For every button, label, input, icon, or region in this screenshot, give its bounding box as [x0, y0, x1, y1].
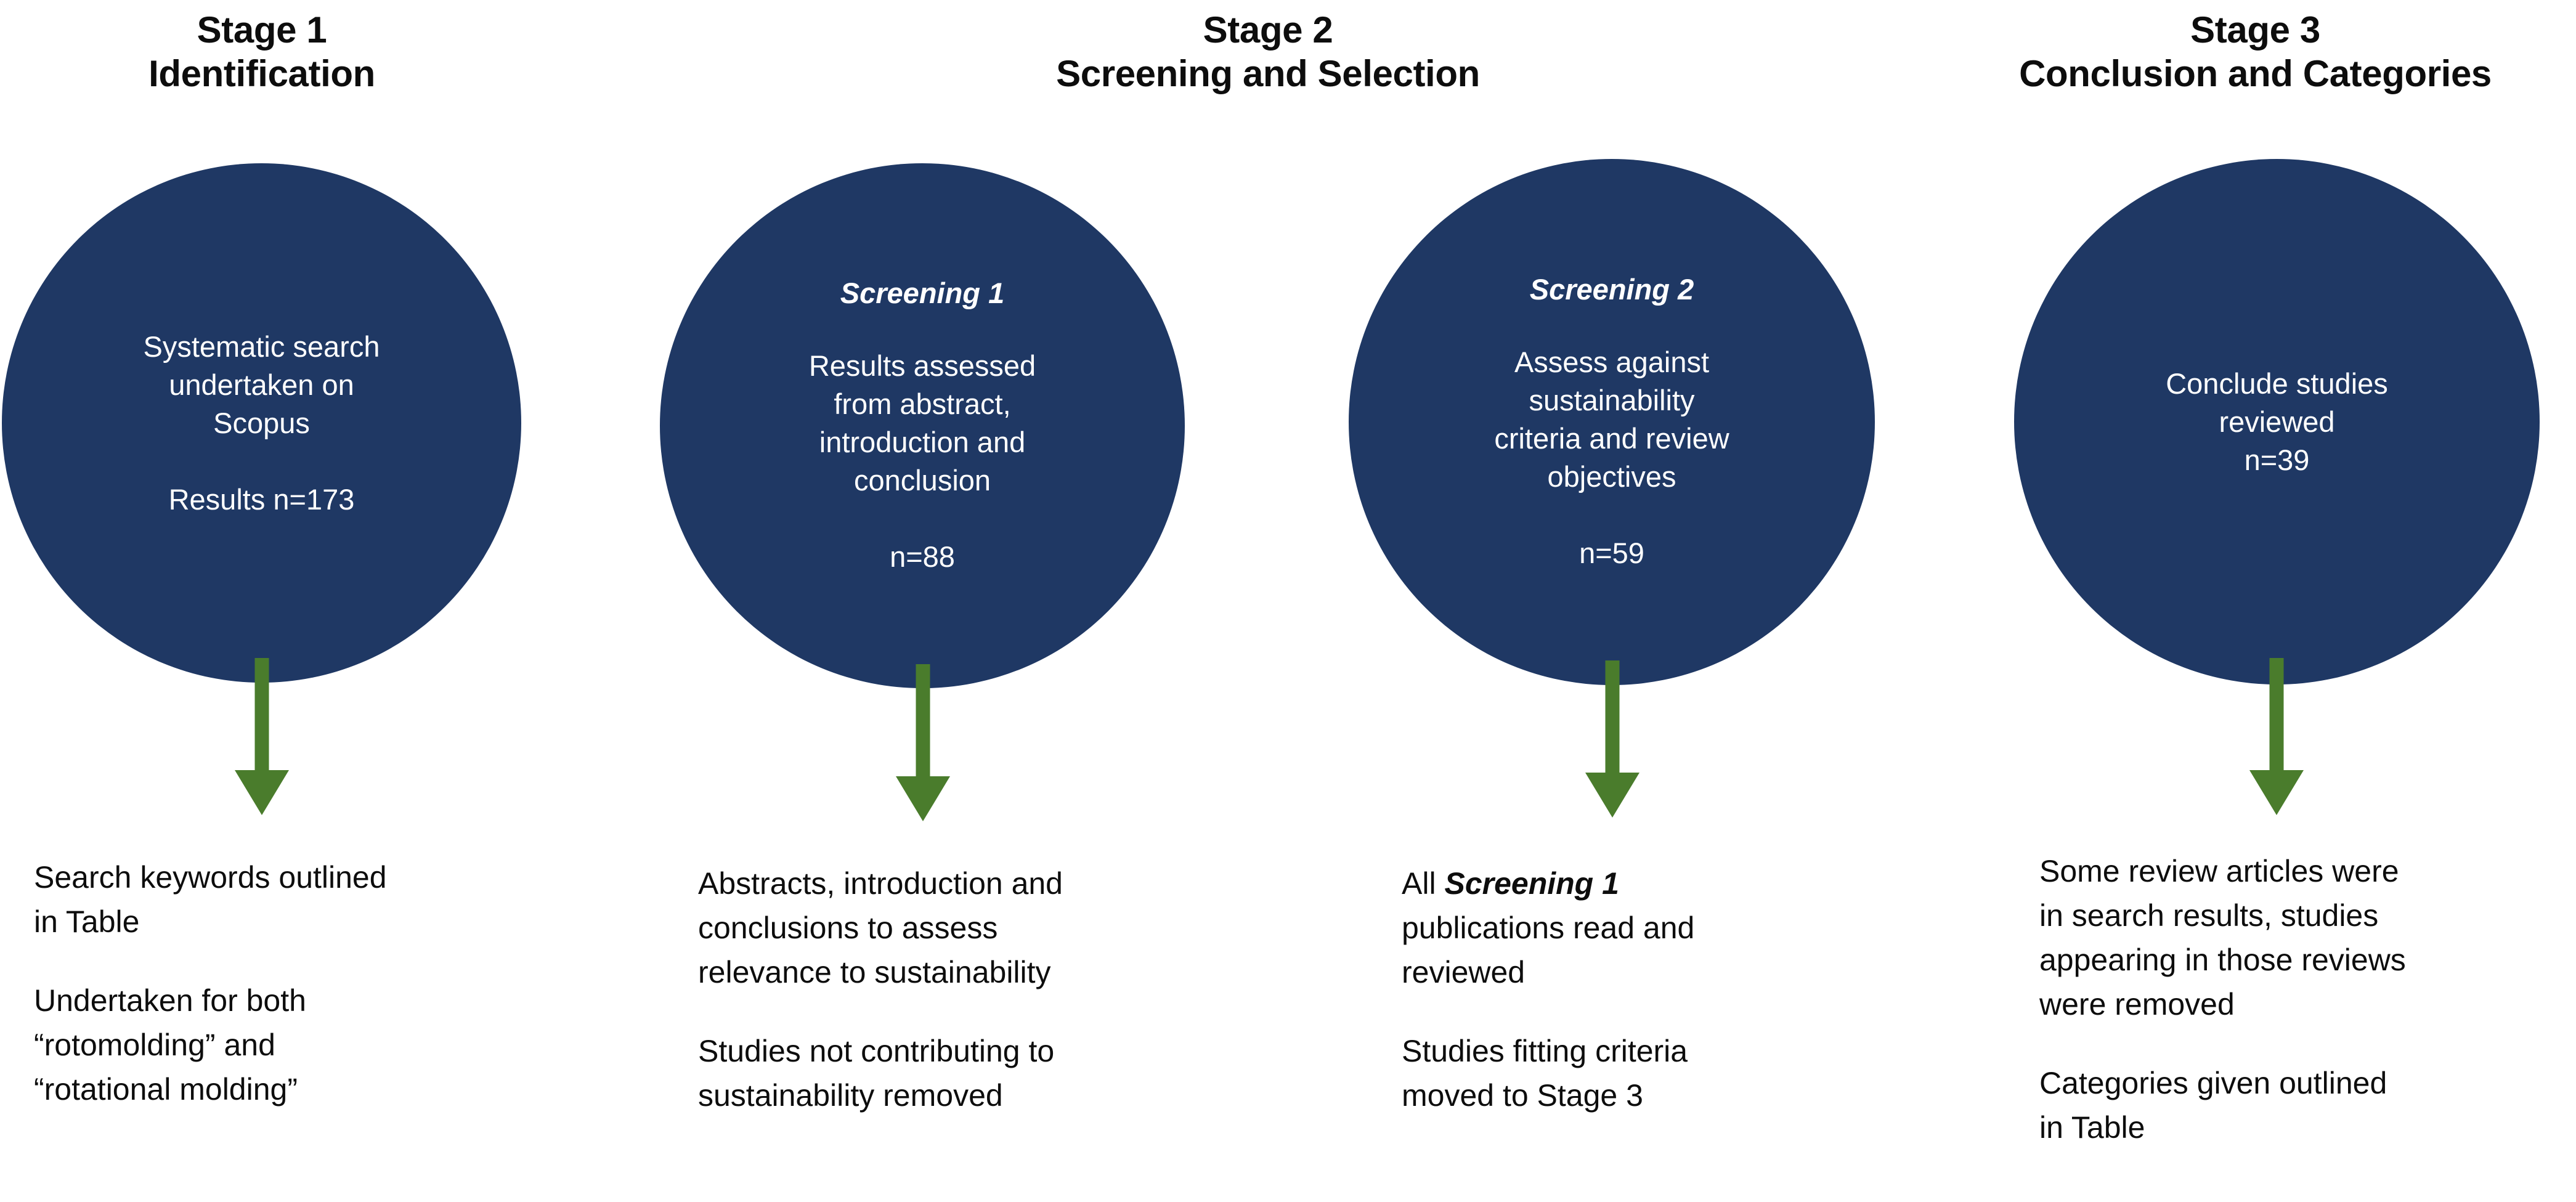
notes-column-conclusion: Some review articles were in search resu… [2039, 849, 2569, 1150]
stage-1-title: Identification [148, 52, 375, 94]
stage-1-number: Stage 1 [197, 9, 327, 51]
stage-1-header: Stage 1 Identification [0, 9, 524, 96]
circle-node-screening-2-body: Assess against sustainability criteria a… [1494, 345, 1729, 493]
down-arrow-icon [895, 664, 951, 821]
spacer [1438, 307, 1786, 343]
circle-node-screening-2: Screening 2 Assess against sustainabilit… [1349, 159, 1875, 685]
circle-node-conclusion-body: Conclude studies reviewed [2166, 367, 2388, 438]
arrow-shaft [254, 658, 269, 775]
note-rest: publications read and reviewed [1402, 911, 1695, 989]
note-paragraph: Studies not contributing to sustainabili… [698, 1034, 1055, 1113]
circle-node-screening-2-title: Screening 2 [1529, 273, 1694, 306]
circle-node-identification-count: Results n=173 [168, 483, 355, 516]
spacer [749, 500, 1095, 538]
note-paragraph: Categories given outlined in Table [2039, 1066, 2387, 1145]
circle-node-identification: Systematic search undertaken on Scopus R… [2, 163, 521, 683]
spacer [90, 442, 433, 481]
circle-node-identification-body: Systematic search undertaken on Scopus [143, 330, 380, 439]
note-paragraph: Studies fitting criteria moved to Stage … [1402, 1034, 1688, 1113]
note-prefix: All [1402, 866, 1445, 901]
arrow-head [896, 776, 950, 821]
circle-node-screening-1-title: Screening 1 [840, 277, 1005, 310]
down-arrow-icon [234, 658, 290, 815]
notes-column-identification: Search keywords outlined in Table Undert… [34, 855, 521, 1111]
circle-node-screening-1-body: Results assessed from abstract, introduc… [808, 349, 1036, 497]
circle-node-screening-2-content: Screening 2 Assess against sustainabilit… [1438, 272, 1786, 572]
spacer [1438, 496, 1786, 534]
note-emphasis-screening-1: Screening 1 [1444, 866, 1619, 901]
stage-3-number: Stage 3 [2190, 9, 2320, 51]
circle-node-screening-2-count: n=59 [1579, 536, 1644, 569]
down-arrow-icon [1585, 660, 1640, 818]
arrow-shaft [916, 664, 930, 781]
circle-node-conclusion-content: Conclude studies reviewed n=39 [2103, 365, 2450, 479]
stage-2-number: Stage 2 [1203, 9, 1333, 51]
circle-node-screening-1-count: n=88 [890, 540, 955, 573]
notes-column-screening-2: All Screening 1 publications read and re… [1402, 861, 1888, 1118]
arrow-head [2249, 770, 2304, 815]
arrow-shaft [1605, 660, 1620, 778]
note-paragraph: Undertaken for both “rotomolding” and “r… [34, 983, 306, 1107]
circle-node-identification-content: Systematic search undertaken on Scopus R… [90, 328, 433, 518]
note-paragraph-with-emphasis: All Screening 1 publications read and re… [1402, 861, 1888, 994]
stage-3-title: Conclusion and Categories [2019, 52, 2492, 94]
spacer [749, 311, 1095, 347]
down-arrow-icon [2249, 658, 2304, 815]
arrow-head [235, 770, 289, 815]
notes-column-screening-1: Abstracts, introduction and conclusions … [698, 861, 1197, 1118]
note-paragraph: Some review articles were in search resu… [2039, 854, 2406, 1021]
circle-node-screening-1-content: Screening 1 Results assessed from abstra… [749, 276, 1095, 575]
arrow-shaft [2269, 658, 2284, 775]
circle-node-conclusion-count: n=39 [2244, 443, 2310, 476]
arrow-head [1585, 773, 1639, 818]
stage-2-title: Screening and Selection [1056, 52, 1480, 94]
note-paragraph: Search keywords outlined in Table [34, 860, 387, 939]
stage-3-header: Stage 3 Conclusion and Categories [1935, 9, 2576, 96]
circle-node-screening-1: Screening 1 Results assessed from abstra… [660, 163, 1185, 688]
stage-2-header: Stage 2 Screening and Selection [658, 9, 1878, 96]
circle-node-conclusion: Conclude studies reviewed n=39 [2014, 159, 2540, 684]
note-paragraph: Abstracts, introduction and conclusions … [698, 866, 1063, 989]
